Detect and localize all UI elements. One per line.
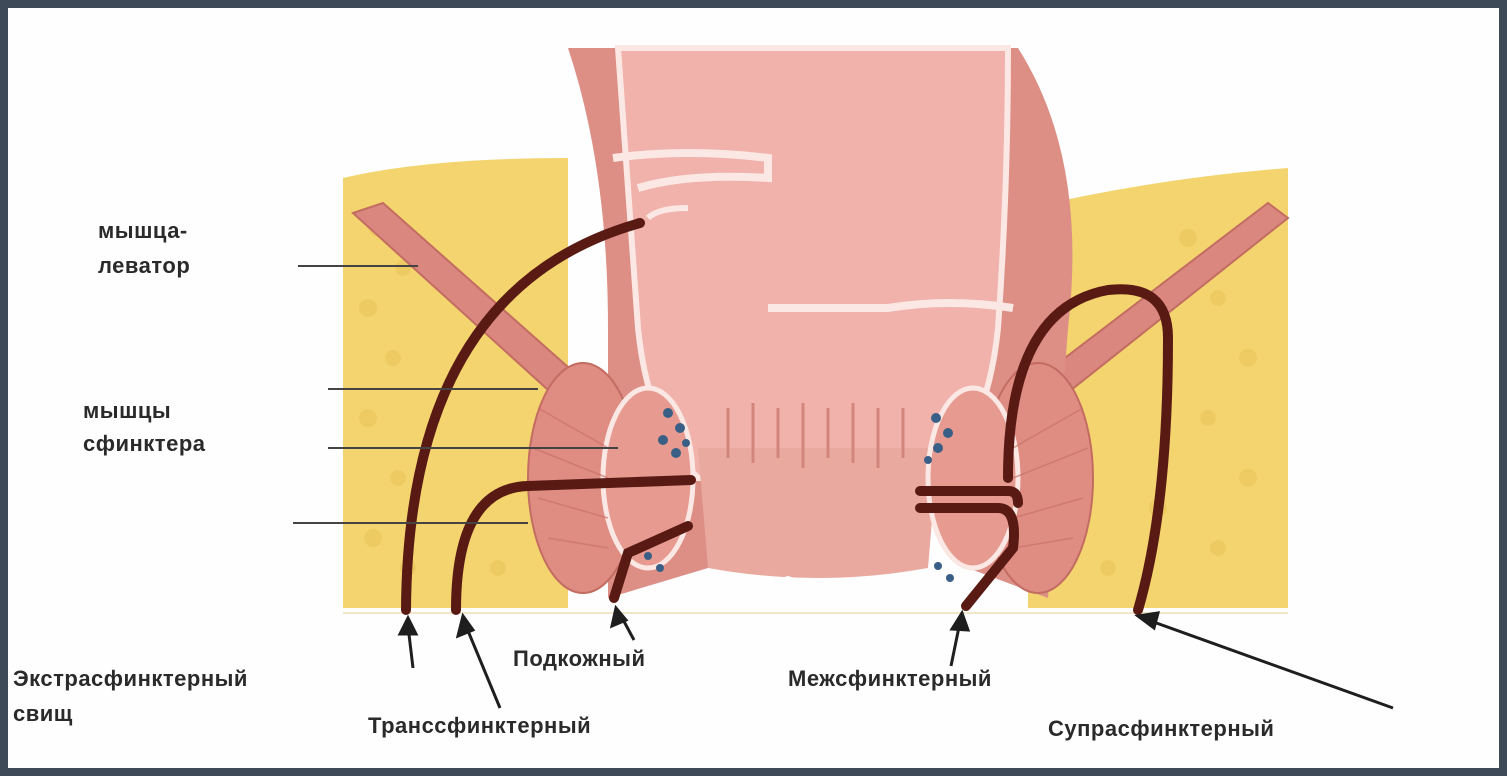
label-extrasphincteric-line1: Экстрасфинктерный	[13, 666, 248, 692]
anal-canal	[698, 448, 938, 578]
label-sphincter-line1: мышцы	[83, 398, 171, 424]
label-transsphincteric: Транссфинктерный	[368, 713, 591, 739]
label-extrasphincteric-line2: свищ	[13, 701, 73, 727]
label-levator-line2: леватор	[98, 253, 190, 279]
label-suprasphincteric: Супрасфинктерный	[1048, 716, 1274, 742]
diagram-frame: мышца- леватор мышцы сфинктера Экстрасфи…	[8, 8, 1499, 768]
label-intersphincteric: Межсфинктерный	[788, 666, 992, 692]
label-subcutaneous: Подкожный	[513, 646, 646, 672]
anal-fistula-diagram	[8, 8, 1499, 768]
label-levator-line1: мышца-	[98, 218, 188, 244]
label-sphincter-line2: сфинктера	[83, 431, 206, 457]
